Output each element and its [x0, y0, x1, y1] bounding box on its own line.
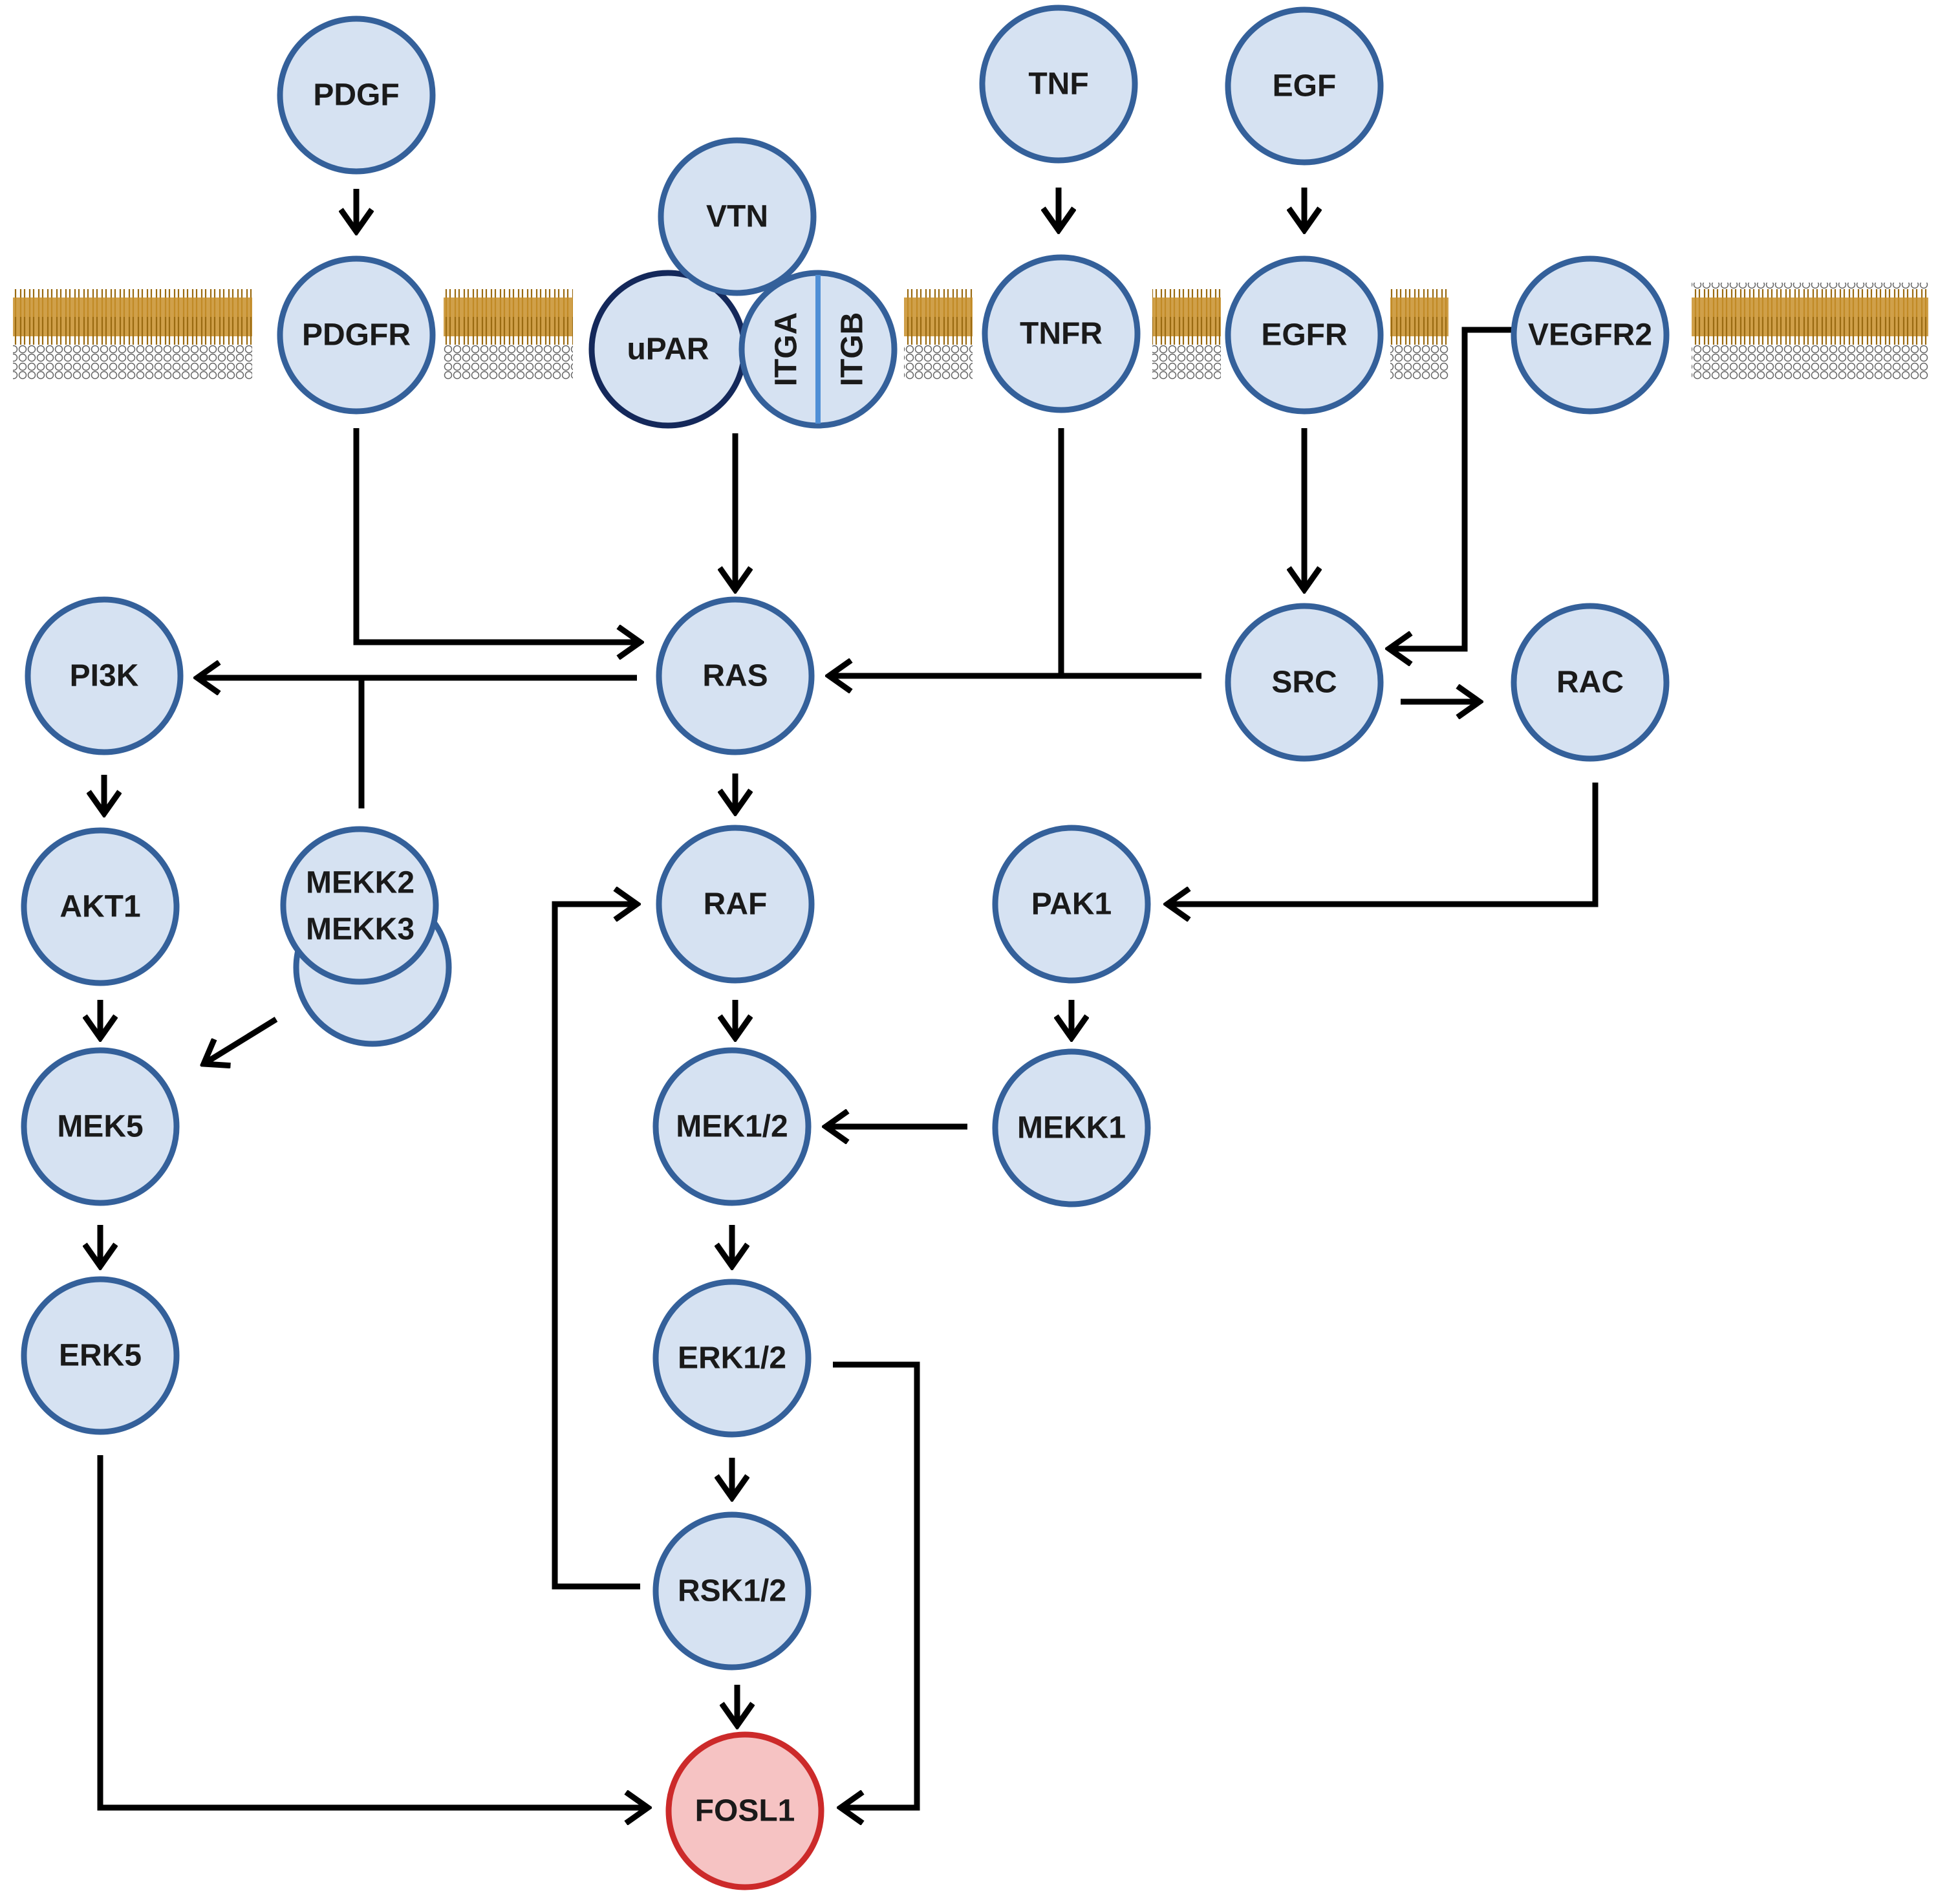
- erk12-node: ERK1/2: [652, 1279, 812, 1438]
- erk5-to-fosl1-edge: [97, 1455, 648, 1808]
- pdgf-label: PDGF: [313, 78, 399, 113]
- erk5-circle: [21, 1276, 180, 1435]
- mek12-node: MEK1/2: [652, 1047, 812, 1206]
- mekk1-label: MEKK1: [1017, 1111, 1126, 1145]
- membrane-segment: [904, 289, 973, 380]
- pdgf-circle: [277, 16, 436, 175]
- rac-circle: [1511, 603, 1670, 762]
- egf-circle: [1225, 6, 1384, 166]
- mekk1-node: MEKK1: [992, 1048, 1151, 1207]
- egfr-node: EGFR: [1225, 255, 1384, 415]
- akt1-label: AKT1: [59, 890, 140, 924]
- mekk3-label: MEKK3: [306, 913, 415, 947]
- pi3k-label: PI3K: [70, 659, 139, 693]
- rac-node: RAC: [1511, 603, 1670, 762]
- ras-circle: [656, 596, 815, 755]
- rsk12-label: RSK1/2: [678, 1574, 786, 1608]
- mek12-label: MEK1/2: [676, 1110, 788, 1144]
- membrane-segment: [444, 289, 573, 380]
- pak1-circle: [992, 825, 1151, 984]
- raf-label: RAF: [704, 887, 768, 922]
- mek5-label: MEK5: [57, 1110, 143, 1144]
- membrane-segment: [1390, 289, 1448, 380]
- itgb-label: ITGB: [835, 312, 870, 387]
- tnfr-circle: [982, 254, 1141, 413]
- membrane-segment: [1152, 289, 1221, 380]
- erk12-label: ERK1/2: [678, 1341, 786, 1376]
- itga-label: ITGA: [770, 312, 804, 387]
- tnfr-label: TNFR: [1020, 317, 1103, 351]
- vtn-node: VTN: [658, 137, 817, 296]
- rsk12-circle: [652, 1511, 812, 1671]
- integrin-node: ITGA ITGB: [738, 270, 898, 429]
- fosl1-node: FOSL1: [665, 1731, 824, 1890]
- erk5-label: ERK5: [59, 1339, 142, 1373]
- akt1-node: AKT1: [21, 827, 180, 986]
- fosl1-label: FOSL1: [695, 1794, 795, 1828]
- mekk2-label: MEKK2: [306, 866, 415, 900]
- vtn-label: VTN: [706, 200, 768, 234]
- erk5-node: ERK5: [21, 1276, 180, 1435]
- egf-label: EGF: [1273, 69, 1337, 103]
- tnf-circle: [979, 5, 1138, 164]
- pdgfr-to-ras-edge: [353, 428, 640, 642]
- rsk12-node: RSK1/2: [652, 1511, 812, 1671]
- pi3k-circle: [25, 596, 184, 755]
- ras-node: RAS: [656, 596, 815, 755]
- pdgfr-node: PDGFR: [277, 255, 436, 415]
- vegfr2-to-src-edge: [1389, 327, 1514, 649]
- erk12-circle: [652, 1279, 812, 1438]
- cell-membrane: [13, 283, 1928, 380]
- upar-node: uPAR: [588, 270, 748, 429]
- tnf-node: TNF: [979, 5, 1138, 164]
- src-label: SRC: [1271, 665, 1337, 700]
- egfr-circle: [1225, 255, 1384, 415]
- membrane-segment: [13, 289, 252, 380]
- membrane-segment: [1692, 283, 1928, 380]
- raf-node: RAF: [656, 825, 815, 984]
- vegfr2-node: VEGFR2: [1511, 255, 1670, 415]
- mek5-circle: [21, 1047, 180, 1206]
- erk12-to-fosl1-edge: [833, 1361, 920, 1808]
- ras-label: RAS: [702, 659, 768, 693]
- tnfr-node: TNFR: [982, 254, 1141, 413]
- mek12-circle: [652, 1047, 812, 1206]
- raf-circle: [656, 825, 815, 984]
- pak1-label: PAK1: [1031, 887, 1112, 922]
- tnf-label: TNF: [1028, 67, 1088, 102]
- upar-label: uPAR: [627, 332, 709, 367]
- pak1-node: PAK1: [992, 825, 1151, 984]
- vegfr2-circle: [1511, 255, 1670, 415]
- vegfr2-label: VEGFR2: [1528, 318, 1652, 352]
- fosl1-circle: [665, 1731, 824, 1890]
- akt1-circle: [21, 827, 180, 986]
- rsk12-to-raf-edge: [552, 904, 640, 1590]
- src-circle: [1225, 603, 1384, 762]
- egfr-label: EGFR: [1261, 318, 1347, 352]
- rac-label: RAC: [1556, 665, 1624, 700]
- src-node: SRC: [1225, 603, 1384, 762]
- pi3k-node: PI3K: [25, 596, 184, 755]
- vtn-circle: [658, 137, 817, 296]
- pathway-edges: [97, 188, 1599, 1808]
- pdgfr-label: PDGFR: [302, 318, 411, 352]
- rac-to-pak1-edge: [1167, 783, 1599, 904]
- pdgfr-circle: [277, 255, 436, 415]
- mekk-to-mek5-edge: [204, 1017, 278, 1064]
- mekk1-circle: [992, 1048, 1151, 1207]
- egf-node: EGF: [1225, 6, 1384, 166]
- mek5-node: MEK5: [21, 1047, 180, 1206]
- pdgf-node: PDGF: [277, 16, 436, 175]
